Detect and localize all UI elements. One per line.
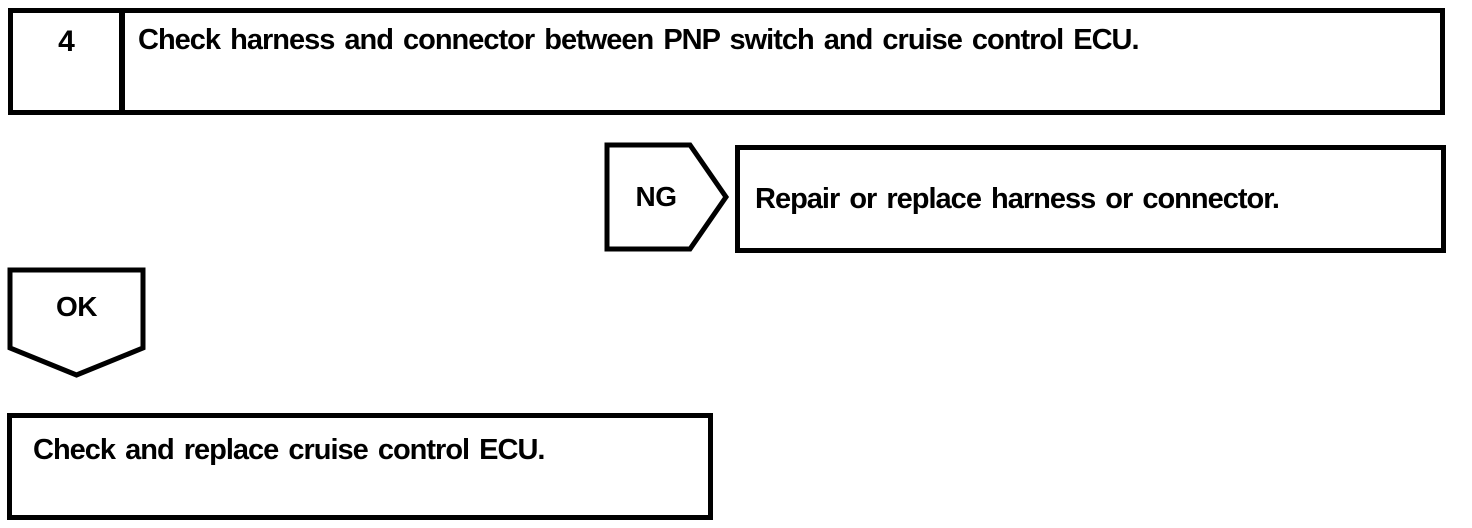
step-instruction: Check harness and connector between PNP … [138,24,1140,56]
ng-branch: NG [604,142,730,252]
ok-label: OK [56,291,98,322]
ok-action-text: Check and replace cruise control ECU. [33,434,545,466]
ok-action-box: Check and replace cruise control ECU. [7,413,713,520]
ng-action-text: Repair or replace harness or connector. [755,182,1280,215]
ok-connector-shape [7,267,146,378]
step-number-cell: 4 [13,13,125,110]
ng-action-box: Repair or replace harness or connector. [735,145,1446,253]
step-box: 4 Check harness and connector between PN… [8,8,1445,115]
ng-label: NG [635,181,678,212]
ok-branch: OK [7,267,146,378]
ng-connector-shape [604,142,730,252]
step-number: 4 [58,25,75,58]
